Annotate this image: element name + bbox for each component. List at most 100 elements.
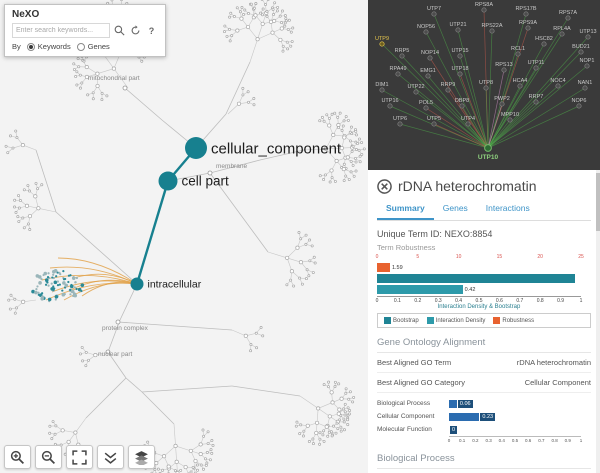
- zoom-in-icon: [10, 450, 24, 464]
- reset-icon[interactable]: [129, 24, 142, 37]
- gene-node[interactable]: [397, 121, 403, 127]
- tab-summary[interactable]: Summary: [377, 199, 434, 220]
- gene-node[interactable]: [584, 63, 590, 69]
- gene-node-label: UTP13: [579, 29, 596, 35]
- gene-node[interactable]: [387, 103, 393, 109]
- zoom-in-button[interactable]: [4, 445, 31, 469]
- gene-node[interactable]: [576, 103, 582, 109]
- gene-node[interactable]: [517, 83, 523, 89]
- gene-node-label: BUD21: [572, 44, 590, 50]
- gene-node[interactable]: [425, 73, 431, 79]
- gene-node[interactable]: [465, 121, 471, 127]
- gene-node[interactable]: [455, 27, 461, 33]
- gene-node[interactable]: [427, 55, 433, 61]
- legend-item: Robustness: [493, 317, 534, 324]
- biological-process-heading: Biological Process: [377, 447, 591, 469]
- gene-node[interactable]: [459, 103, 465, 109]
- highlighted-path[interactable]: [130, 137, 208, 291]
- term-node[interactable]: [185, 137, 207, 159]
- robustness-bar: [377, 263, 390, 272]
- details-header: rDNA heterochromatin: [377, 170, 591, 199]
- radio-genes-circle: [76, 42, 85, 51]
- gene-node-label: UTP4: [461, 116, 475, 122]
- radio-genes[interactable]: Genes: [76, 42, 110, 51]
- layers-button[interactable]: [128, 445, 155, 469]
- bottom-axis-title: Interaction Density & Bootstrap: [437, 304, 521, 310]
- search-mode-radios: By Keywords Genes: [12, 42, 158, 51]
- legend-item: Bootstrap: [384, 317, 419, 324]
- gene-node[interactable]: [423, 105, 429, 111]
- gene-node[interactable]: [515, 51, 521, 57]
- expand-tree-button[interactable]: [97, 445, 124, 469]
- go-alignment-heading: Gene Ontology Alignment: [377, 331, 591, 353]
- scrollbar-thumb[interactable]: [596, 173, 600, 231]
- gene-node[interactable]: [399, 53, 405, 59]
- gene-node[interactable]: [541, 41, 547, 47]
- gene-node[interactable]: [507, 117, 513, 123]
- gene-node[interactable]: [585, 34, 591, 40]
- gene-node[interactable]: [533, 65, 539, 71]
- term-node[interactable]: [158, 171, 178, 191]
- close-icon[interactable]: [377, 178, 392, 194]
- search-icon[interactable]: [113, 24, 126, 37]
- gene-node[interactable]: [395, 71, 401, 77]
- tab-genes[interactable]: Genes: [442, 203, 468, 213]
- gene-node[interactable]: [431, 11, 437, 17]
- term-node-label: intracellular: [148, 279, 202, 291]
- gene-node[interactable]: [423, 29, 429, 35]
- gene-node[interactable]: [379, 87, 385, 93]
- gene-node[interactable]: [582, 85, 588, 91]
- gene-node[interactable]: [457, 71, 463, 77]
- search-panel: NeXO ? By Keywords Genes: [4, 4, 166, 57]
- radio-keywords[interactable]: Keywords: [26, 42, 71, 51]
- gene-node[interactable]: [413, 89, 419, 95]
- gene-node[interactable]: [489, 28, 495, 34]
- gene-node[interactable]: [533, 99, 539, 105]
- gene-node-label: NOP56: [417, 24, 435, 30]
- tab-interactions[interactable]: Interactions: [485, 203, 530, 213]
- fit-view-button[interactable]: [66, 445, 93, 469]
- term-node[interactable]: [130, 277, 144, 291]
- gene-node-label: UTP6: [393, 116, 407, 122]
- help-icon[interactable]: ?: [148, 25, 155, 36]
- gene-node[interactable]: [525, 25, 531, 31]
- zoom-out-button[interactable]: [35, 445, 62, 469]
- gene-node-label: NOP6: [572, 98, 587, 104]
- gene-node[interactable]: [379, 41, 385, 47]
- gene-node[interactable]: [555, 83, 561, 89]
- by-label: By: [12, 42, 21, 51]
- gene-node[interactable]: [445, 87, 451, 93]
- gene-node-label: UTP11: [528, 60, 545, 66]
- gene-node-label: UTP22: [407, 84, 424, 90]
- gene-node[interactable]: [523, 11, 529, 17]
- details-scrollbar[interactable]: [596, 170, 600, 473]
- gene-node-label: EMG1: [420, 68, 436, 74]
- gene-node[interactable]: [431, 121, 437, 127]
- gene-node[interactable]: [565, 15, 571, 21]
- gene-node-label: RPS8A: [475, 2, 493, 8]
- gene-node[interactable]: [457, 53, 463, 59]
- interaction-density-bar: [377, 285, 463, 294]
- gene-node-label: RRP7: [529, 94, 544, 100]
- search-input[interactable]: [12, 23, 110, 38]
- go-score-bar: [449, 399, 457, 408]
- term-robustness-heading: Term Robustness: [377, 243, 436, 252]
- hub-gene-node[interactable]: [484, 144, 492, 152]
- gene-node[interactable]: [578, 49, 584, 55]
- gene-node[interactable]: [483, 85, 489, 91]
- gene-node[interactable]: [559, 31, 565, 37]
- gene-node[interactable]: [501, 67, 507, 73]
- network-edges: [381, 9, 589, 149]
- gene-node[interactable]: [481, 7, 487, 13]
- gene-node-label: RPA49: [389, 66, 406, 72]
- gene-node-label: UTP15: [451, 48, 468, 54]
- gene-node[interactable]: [499, 101, 505, 107]
